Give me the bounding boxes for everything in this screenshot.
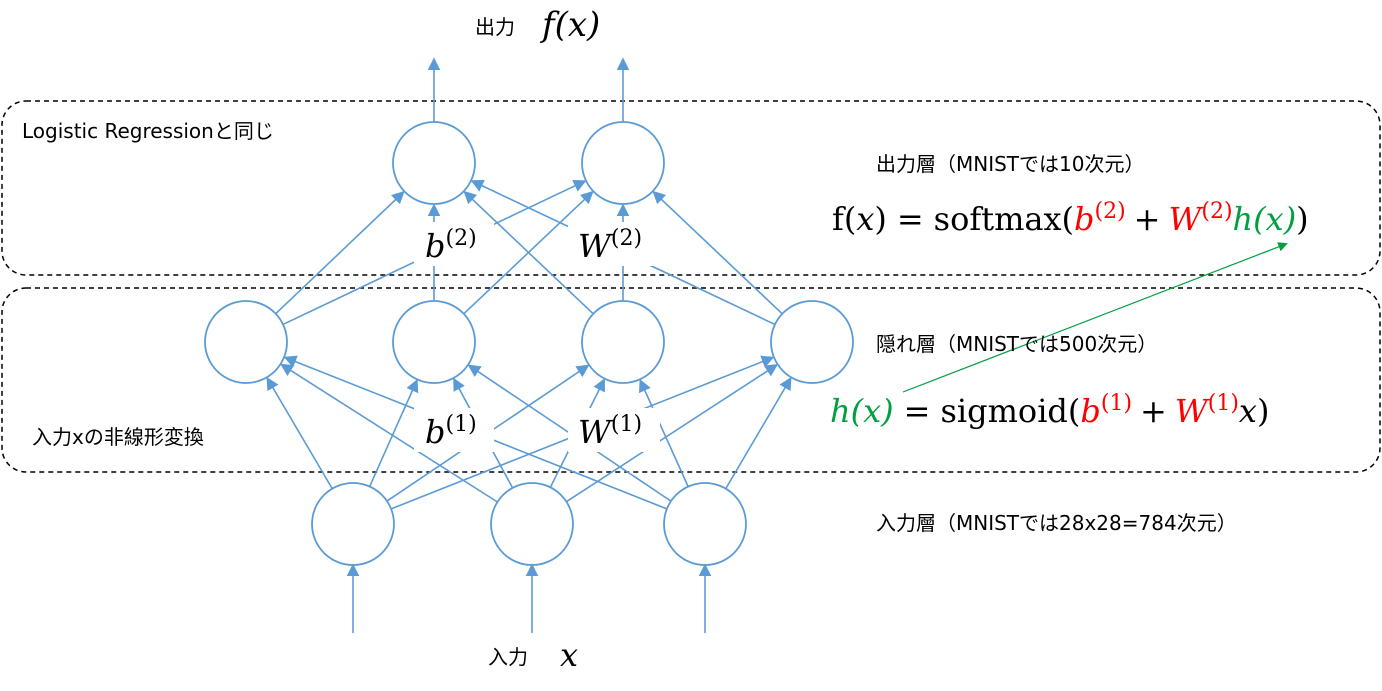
hidden-node-1 xyxy=(204,300,288,384)
hidden-to-output-arrow xyxy=(902,242,1288,393)
hidden-layer-label: 隠れ層（MNISTでは500次元） xyxy=(876,332,1157,356)
input-title-math: x xyxy=(560,636,578,674)
input-title-label: 入力 xyxy=(488,645,528,669)
nonlinear-transform-box xyxy=(1,287,1381,473)
hidden-node-2 xyxy=(392,300,476,384)
connection-lines xyxy=(266,180,792,510)
neuron-nodes xyxy=(204,121,854,566)
hidden-node-3 xyxy=(581,300,665,384)
edge-input1-hidden2 xyxy=(368,378,419,487)
edge-hidden1-output1 xyxy=(275,190,405,315)
output-title-math: f(x) xyxy=(539,5,600,45)
input-node-1 xyxy=(311,482,395,566)
input-layer-label: 入力層（MNISTでは28x28=784次元） xyxy=(876,511,1237,535)
w2-label: W(2) xyxy=(578,226,642,265)
edge-hidden2-output2 xyxy=(463,190,594,315)
edge-input3-hidden4 xyxy=(725,376,792,490)
edge-hidden4-output2 xyxy=(652,190,783,315)
b2-label: b(2) xyxy=(425,226,477,265)
output-node-2 xyxy=(581,121,665,205)
edge-input2-hidden1 xyxy=(280,363,498,503)
output-node-1 xyxy=(392,121,476,205)
edge-hidden3-output1 xyxy=(463,190,594,315)
hidden-formula: h(x)=sigmoid(b(1)+W(1)x) xyxy=(830,391,1269,430)
output-formula: f(x)=softmax(b(2)+W(2)h(x)) xyxy=(832,199,1309,238)
logistic-regression-box xyxy=(1,100,1381,276)
b1-label: b(1) xyxy=(425,412,477,451)
nonlinear-transform-label: 入力xの非線形変換 xyxy=(32,425,204,449)
hidden-node-4 xyxy=(770,300,854,384)
output-title-label: 出力 xyxy=(475,15,515,39)
input-node-2 xyxy=(490,482,574,566)
input-node-3 xyxy=(663,482,747,566)
logistic-regression-label: Logistic Regressionと同じ xyxy=(22,119,274,143)
edge-input3-hidden3 xyxy=(639,378,689,487)
edge-input1-hidden1 xyxy=(266,376,333,490)
output-layer-label: 出力層（MNISTでは10次元） xyxy=(876,152,1144,176)
edge-input2-hidden4 xyxy=(565,364,779,503)
w1-label: W(1) xyxy=(578,412,642,451)
